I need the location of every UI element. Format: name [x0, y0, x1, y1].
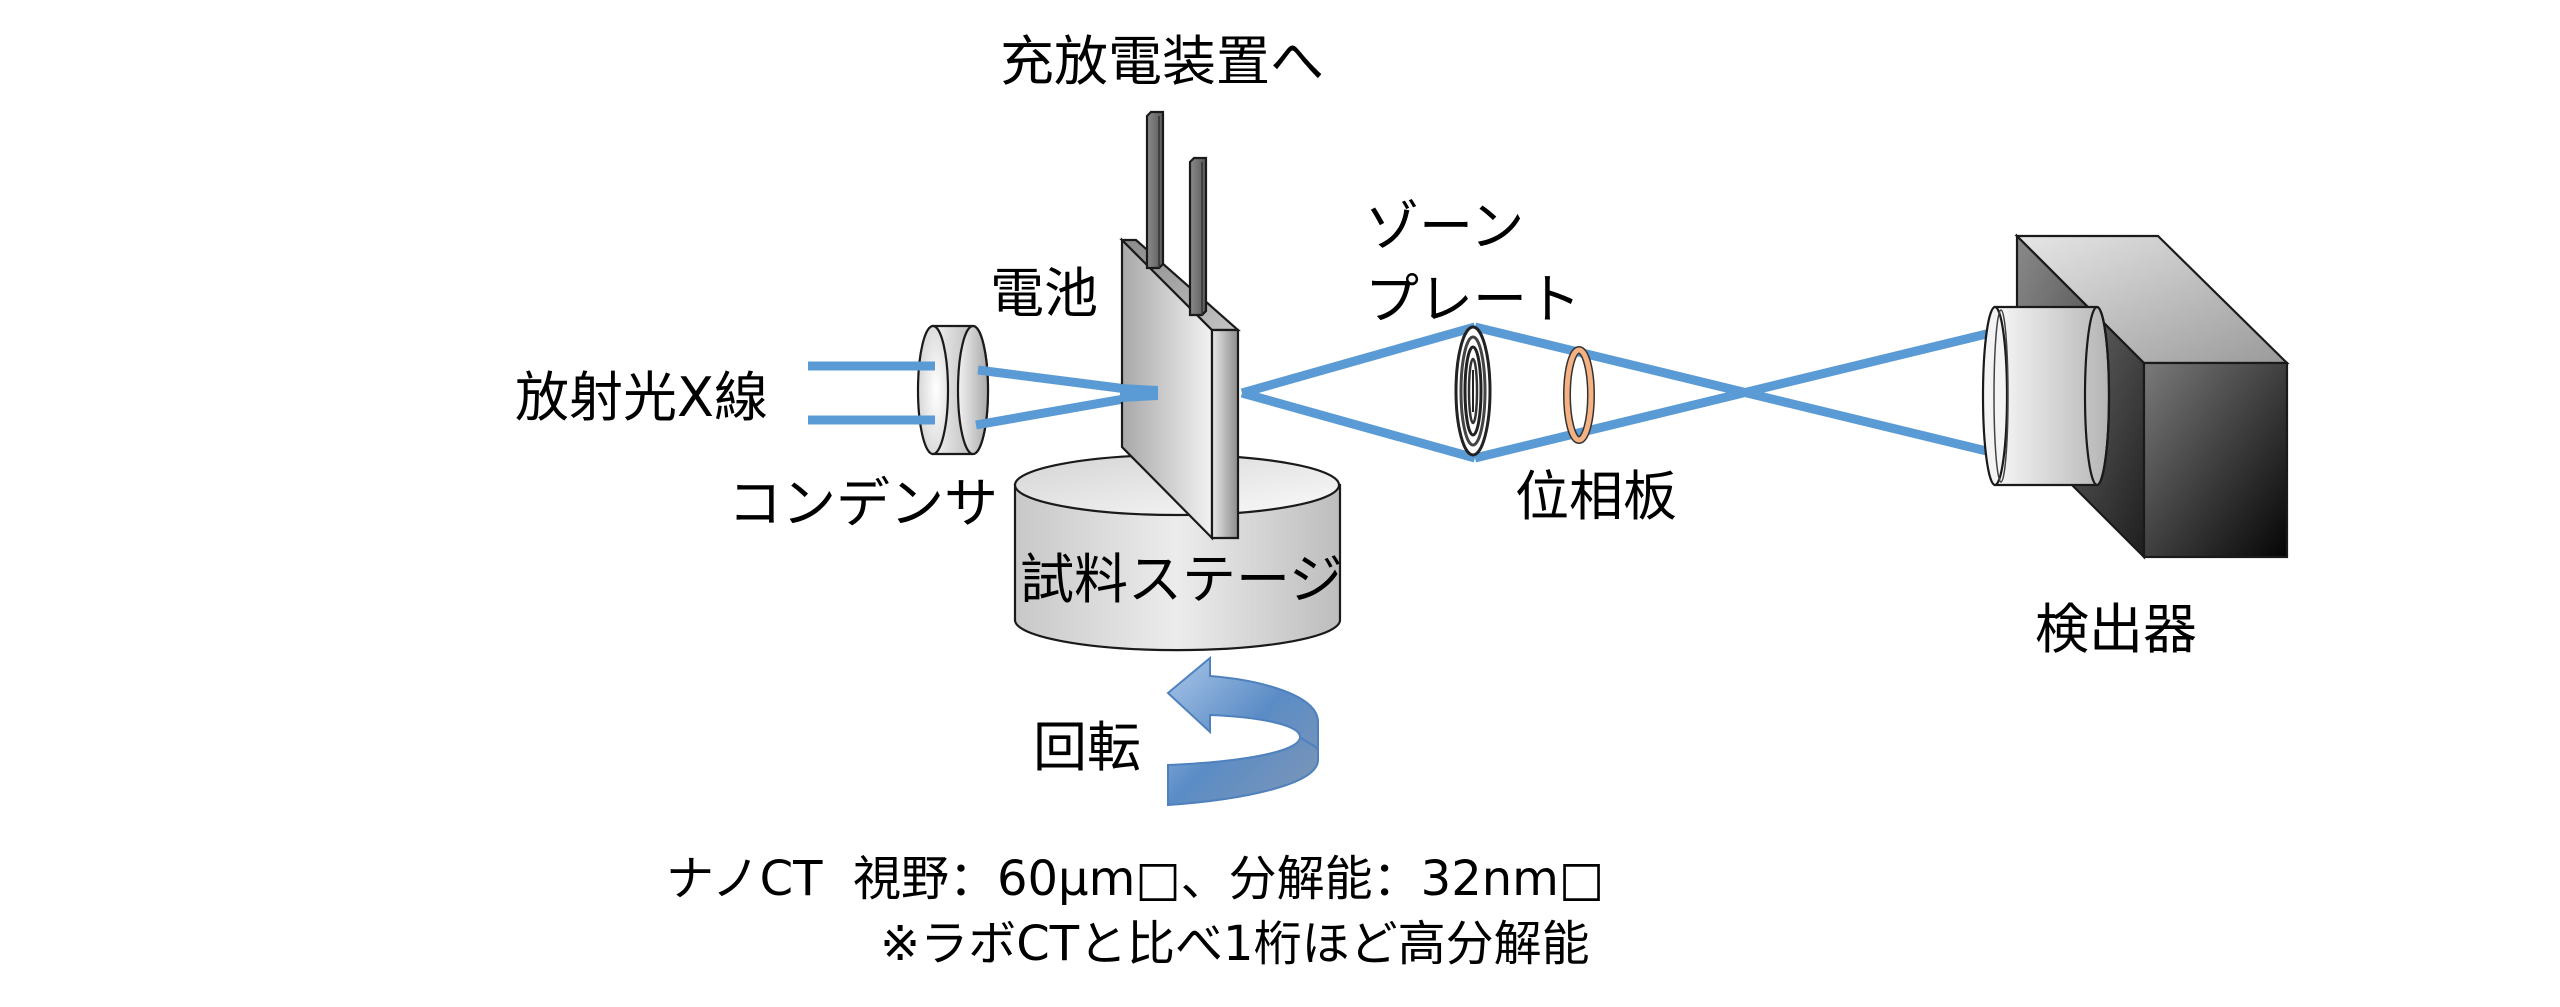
zone-plate-label-line2: プレート: [1365, 268, 1581, 331]
battery-label: 電池: [990, 262, 1098, 325]
rotation-label: 回転: [1033, 716, 1141, 779]
charger-label: 充放電装置へ: [1000, 30, 1324, 93]
spec-note-line2: ※ラボCTと比べ1桁ほど高分解能: [880, 916, 1590, 972]
phase-plate-label: 位相板: [1515, 465, 1677, 528]
condenser: [908, 324, 990, 456]
battery-terminal-2: [1188, 156, 1208, 317]
spec-note-line1: ナノCT 視野：60μm□、分解能：32nm□: [666, 851, 1604, 907]
battery: [1119, 110, 1241, 541]
transmitted-beams: [1240, 322, 2005, 463]
detector: [1981, 233, 2290, 560]
zone-plate-label-line1: ゾーン: [1365, 195, 1524, 258]
incoming-xray-beams: [808, 361, 935, 425]
sample-stage-label: 試料ステージ: [1020, 548, 1343, 611]
rotation-arrow-icon: [1166, 655, 1319, 807]
synchrotron-xray-label: 放射光X線: [515, 366, 768, 429]
detector-label: 検出器: [2035, 598, 2197, 661]
phase-plate: [1563, 346, 1595, 444]
zone-plate: [1454, 325, 1492, 457]
battery-terminal-1: [1145, 110, 1165, 270]
condenser-label: コンデンサ: [728, 472, 998, 535]
